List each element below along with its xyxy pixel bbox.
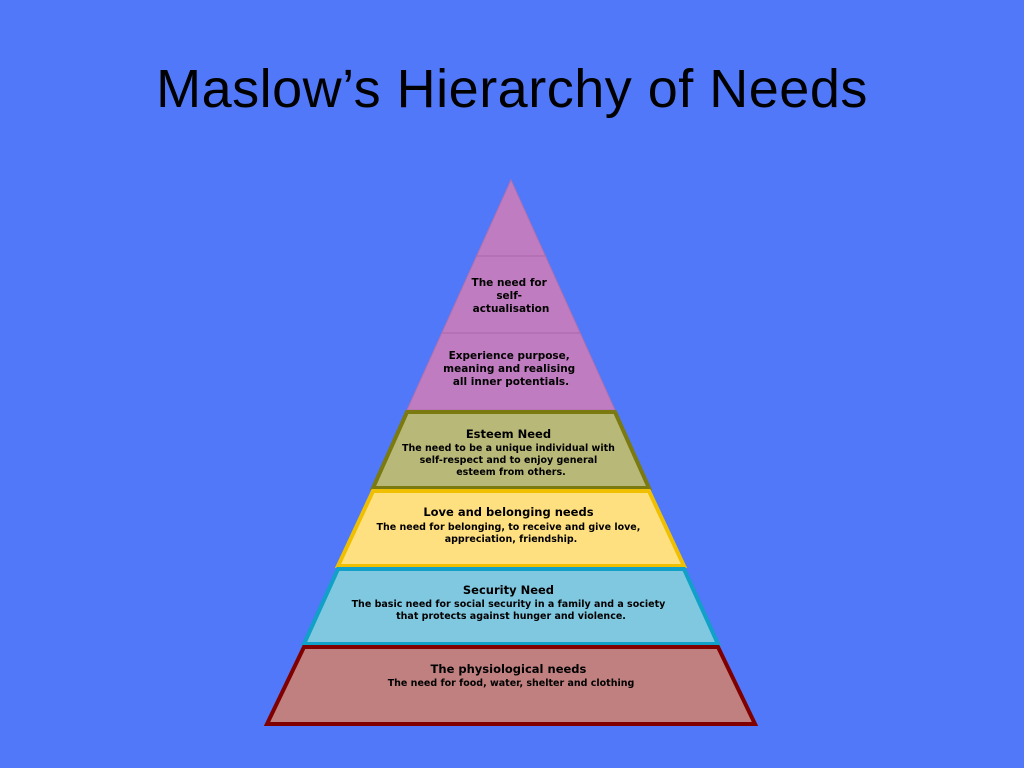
- apex-upper-line: self-: [496, 290, 522, 302]
- level-physiological: [263, 645, 759, 726]
- level-esteem-label: Esteem Need The need to be a unique indi…: [402, 423, 620, 478]
- level-desc-line: appreciation, friendship.: [445, 534, 578, 545]
- level-love-belonging-label: Love and belonging needs The need for be…: [377, 501, 646, 545]
- apex-label-lower: Experience purpose, meaning and realisin…: [443, 350, 579, 388]
- slide-title: Maslow’s Hierarchy of Needs: [156, 59, 868, 119]
- apex-lower-line: meaning and realising: [443, 363, 575, 375]
- level-love-belonging: [334, 489, 688, 568]
- level-desc-line: The need for food, water, shelter and cl…: [388, 678, 635, 689]
- apex-label-upper: The need for self- actualisation: [472, 277, 551, 315]
- level-physiological-label: The physiological needs The need for foo…: [388, 658, 635, 689]
- level-esteem: [369, 410, 653, 490]
- apex-lower-line: all inner potentials.: [453, 376, 569, 388]
- apex-upper-line: actualisation: [473, 303, 550, 315]
- apex-lower-line: Experience purpose,: [449, 350, 570, 362]
- level-security-label: Security Need The basic need for social …: [352, 579, 671, 622]
- level-desc-line: self-respect and to enjoy general: [420, 455, 598, 466]
- level-desc-line: The basic need for social security in a …: [352, 599, 667, 610]
- level-desc-line: The need for belonging, to receive and g…: [377, 522, 641, 533]
- level-title: Security Need: [463, 583, 554, 597]
- level-desc-line: esteem from others.: [456, 467, 566, 478]
- level-security: [300, 567, 722, 646]
- level-desc-line: The need to be a unique individual with: [402, 443, 615, 454]
- apex-upper-line: The need for: [472, 277, 548, 289]
- level-title: The physiological needs: [431, 662, 587, 676]
- level-desc-line: that protects against hunger and violenc…: [396, 611, 626, 622]
- level-title: Love and belonging needs: [423, 505, 593, 519]
- level-title: Esteem Need: [466, 427, 551, 441]
